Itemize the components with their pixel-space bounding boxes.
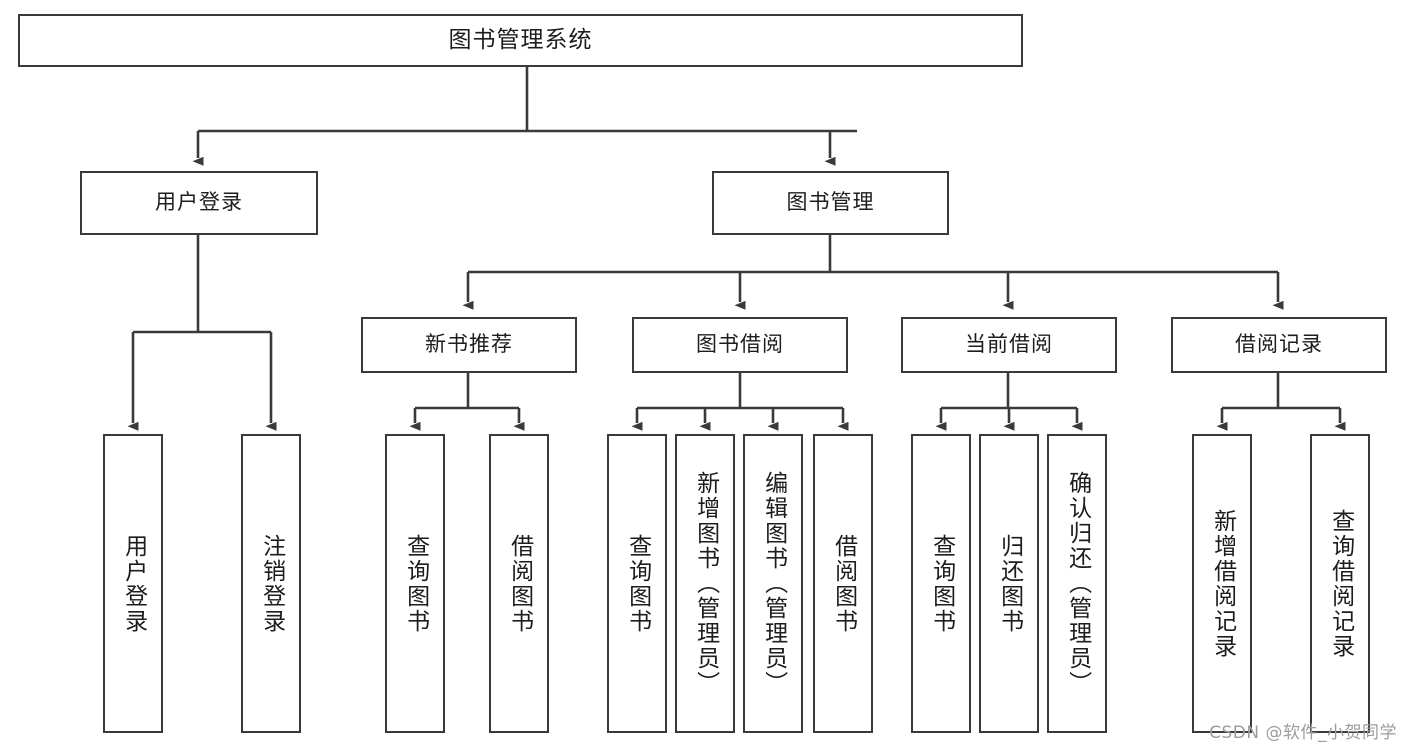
leaf-book-borrow-add[interactable]: 新增图书（管理员） <box>675 434 735 733</box>
leaf-new-book-query-label: 查询图书 <box>402 533 429 634</box>
leaf-book-borrow-query[interactable]: 查询图书 <box>607 434 667 733</box>
leaf-current-borrow-confirm-label: 确认归还（管理员） <box>1064 471 1091 696</box>
node-user-login[interactable]: 用户登录 <box>80 171 318 235</box>
leaf-book-borrow-borrow[interactable]: 借阅图书 <box>813 434 873 733</box>
leaf-new-book-borrow[interactable]: 借阅图书 <box>489 434 549 733</box>
leaf-new-book-query[interactable]: 查询图书 <box>385 434 445 733</box>
leaf-book-borrow-edit[interactable]: 编辑图书（管理员） <box>743 434 803 733</box>
node-book-management-label: 图书管理 <box>786 190 875 215</box>
leaf-current-borrow-query-label: 查询图书 <box>928 533 955 634</box>
leaf-user-login-logout-label: 注销登录 <box>258 533 285 634</box>
node-book-borrow-label: 图书借阅 <box>696 332 784 357</box>
node-root-label: 图书管理系统 <box>448 26 593 53</box>
node-current-borrow-label: 当前借阅 <box>965 332 1053 357</box>
leaf-book-borrow-borrow-label: 借阅图书 <box>830 533 857 634</box>
leaf-current-borrow-return[interactable]: 归还图书 <box>979 434 1039 733</box>
csdn-watermark: CSDN @软件_小贺同学 <box>1209 723 1397 743</box>
leaf-current-borrow-confirm[interactable]: 确认归还（管理员） <box>1047 434 1107 733</box>
node-borrow-record[interactable]: 借阅记录 <box>1171 317 1387 373</box>
leaf-borrow-record-query[interactable]: 查询借阅记录 <box>1310 434 1370 733</box>
leaf-current-borrow-return-label: 归还图书 <box>996 533 1023 634</box>
node-new-book-recommend[interactable]: 新书推荐 <box>361 317 577 373</box>
leaf-borrow-record-query-label: 查询借阅记录 <box>1327 508 1354 659</box>
leaf-current-borrow-query[interactable]: 查询图书 <box>911 434 971 733</box>
leaf-new-book-borrow-label: 借阅图书 <box>506 533 533 634</box>
node-new-book-recommend-label: 新书推荐 <box>425 332 513 357</box>
node-user-login-label: 用户登录 <box>155 190 243 215</box>
node-current-borrow[interactable]: 当前借阅 <box>901 317 1117 373</box>
leaf-borrow-record-add[interactable]: 新增借阅记录 <box>1192 434 1252 733</box>
leaf-book-borrow-edit-label: 编辑图书（管理员） <box>760 471 787 696</box>
leaf-borrow-record-add-label: 新增借阅记录 <box>1209 508 1236 659</box>
leaf-user-login-login[interactable]: 用户登录 <box>103 434 163 733</box>
node-borrow-record-label: 借阅记录 <box>1235 332 1323 357</box>
leaf-user-login-logout[interactable]: 注销登录 <box>241 434 301 733</box>
node-book-borrow[interactable]: 图书借阅 <box>632 317 848 373</box>
leaf-book-borrow-add-label: 新增图书（管理员） <box>692 471 719 696</box>
leaf-user-login-login-label: 用户登录 <box>120 533 147 634</box>
node-book-management[interactable]: 图书管理 <box>712 171 949 235</box>
node-root-system[interactable]: 图书管理系统 <box>18 14 1023 67</box>
leaf-book-borrow-query-label: 查询图书 <box>624 533 651 634</box>
